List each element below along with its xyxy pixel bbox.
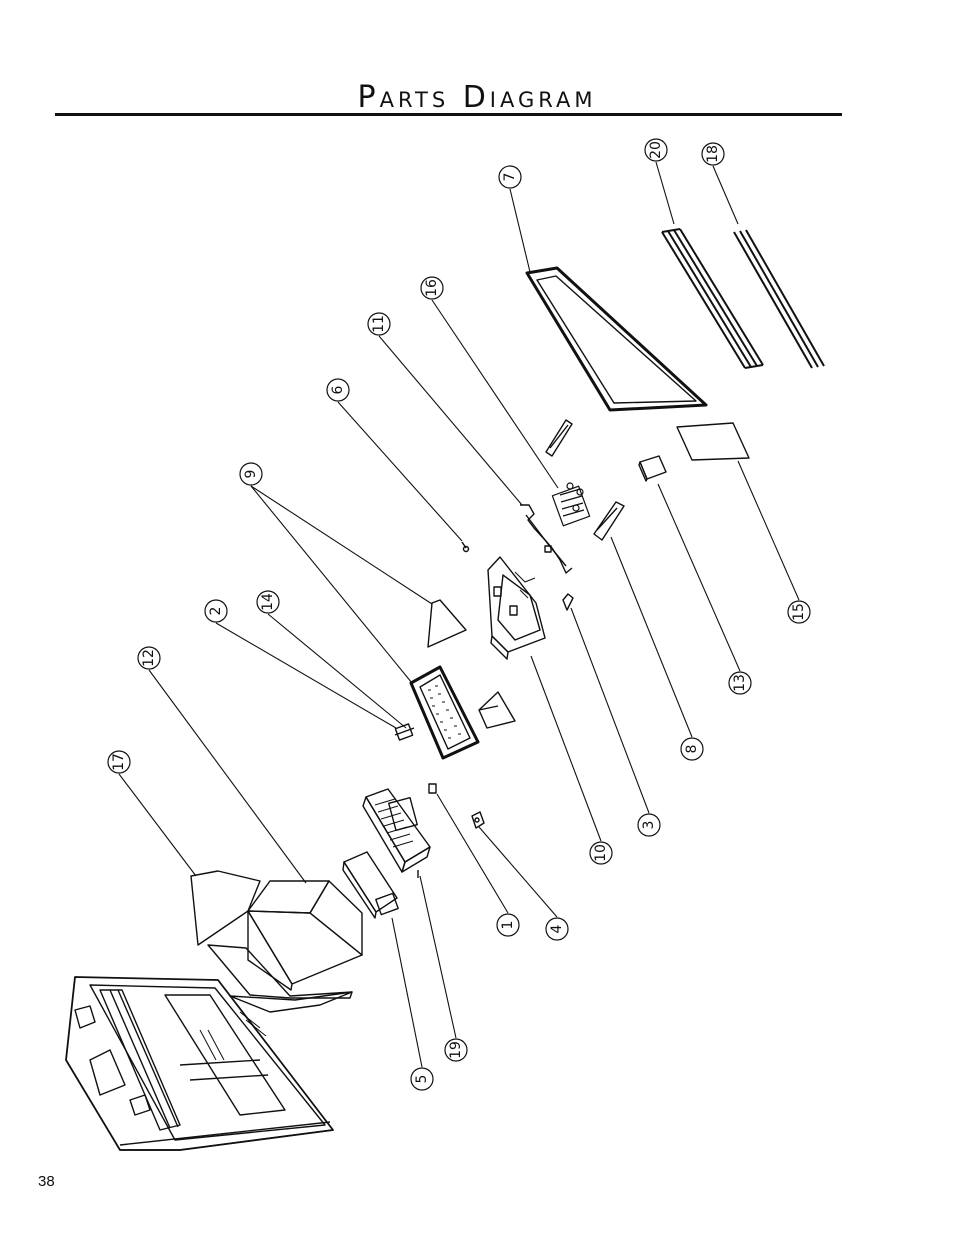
rail-assembly-part [520, 504, 573, 574]
coil-cluster-part [551, 482, 591, 527]
heater-box-part [362, 788, 431, 878]
callout-5: 5 [410, 1067, 434, 1091]
callout-label: 4 [549, 924, 565, 933]
block-part [638, 455, 667, 482]
upper-bracket-part [545, 419, 573, 457]
callout-label: 5 [414, 1075, 430, 1084]
small-switch-part [428, 783, 437, 794]
gasket-strip-set-part [661, 228, 764, 369]
small-fan-part [394, 723, 415, 741]
callout-label: 11 [371, 315, 387, 333]
callout-7: 7 [498, 165, 522, 189]
clip-part [562, 593, 574, 611]
page-title: Parts Diagram [357, 80, 597, 115]
callout-label: 6 [330, 385, 346, 394]
insulation-panel-part [190, 870, 353, 1013]
callout-2: 2 [204, 599, 228, 623]
control-housing-part [487, 556, 546, 660]
callout-label: 18 [705, 145, 721, 163]
panel-part [676, 422, 750, 461]
callout-20: 20 [644, 138, 668, 162]
callout-label: 19 [448, 1041, 464, 1059]
callout-label: 10 [593, 844, 609, 862]
title-rule [55, 113, 842, 116]
callout-8: 8 [680, 737, 704, 761]
callout-label: 9 [243, 470, 259, 479]
callout-label: 17 [111, 753, 127, 771]
callout-label: 3 [641, 821, 657, 830]
door-frame-part [525, 266, 708, 412]
perforated-tray-part [409, 665, 480, 760]
callout-14: 14 [256, 590, 280, 614]
callout-19: 19 [444, 1038, 468, 1062]
bracket-part [593, 501, 625, 541]
cabinet-part [65, 976, 334, 1151]
callout-label: 16 [424, 279, 440, 297]
insulation-box-part [247, 880, 363, 991]
connector-part [471, 811, 485, 829]
page-number: 38 [38, 1173, 55, 1190]
callout-9: 9 [239, 462, 263, 486]
gasket-strip-part [733, 229, 825, 369]
hood-part [342, 851, 399, 919]
callout-18: 18 [701, 142, 725, 166]
callout-label: 8 [684, 745, 700, 754]
prism-part [478, 691, 516, 729]
callout-15: 15 [787, 600, 811, 624]
wedge-panel-part [427, 599, 467, 648]
callout-label: 13 [732, 674, 748, 692]
callout-3: 3 [637, 813, 661, 837]
callout-6: 6 [326, 378, 350, 402]
callout-label: 2 [208, 607, 224, 616]
callout-4: 4 [545, 917, 569, 941]
callout-1: 1 [496, 913, 520, 937]
screw-part [461, 541, 470, 553]
callout-label: 20 [648, 141, 664, 159]
callout-10: 10 [589, 841, 613, 865]
callout-label: 7 [502, 173, 518, 182]
leader-lines [118, 161, 800, 1068]
callout-13: 13 [728, 671, 752, 695]
callout-label: 15 [791, 603, 807, 621]
callout-label: 1 [500, 921, 516, 930]
callout-label: 12 [141, 649, 157, 667]
callout-12: 12 [137, 646, 161, 670]
callout-16: 16 [420, 276, 444, 300]
callout-11: 11 [367, 312, 391, 336]
callout-label: 14 [260, 593, 276, 611]
callout-17: 17 [107, 750, 131, 774]
